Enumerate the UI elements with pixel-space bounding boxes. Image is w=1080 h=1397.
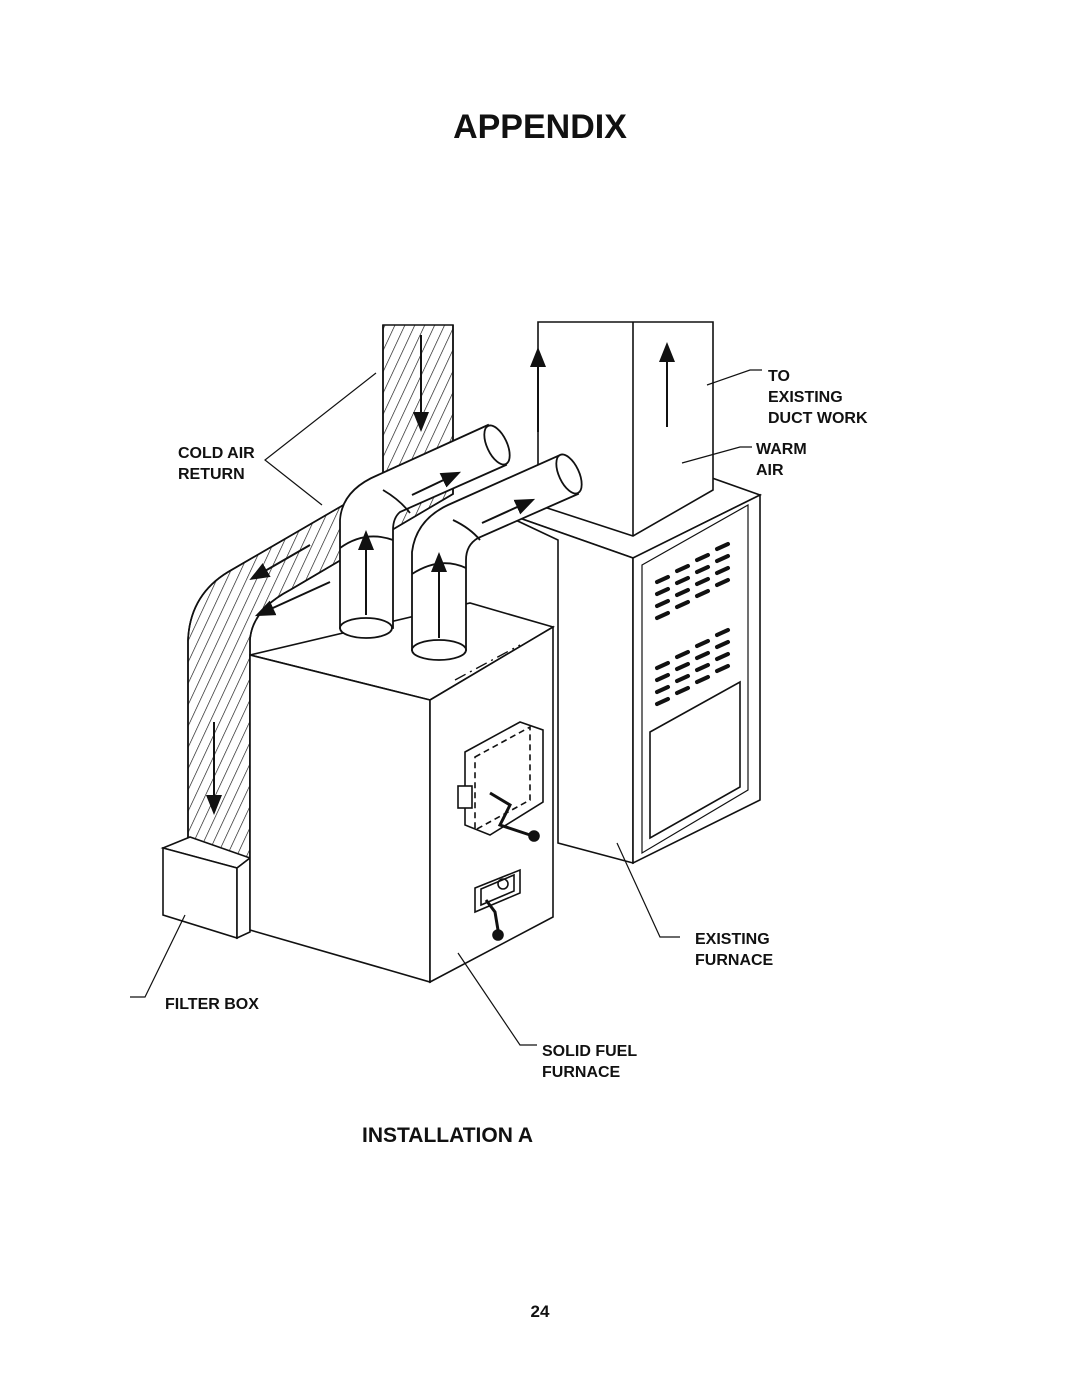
label-filter-box: FILTER BOX: [165, 996, 259, 1013]
ash-door: [474, 868, 521, 941]
figure-title: INSTALLATION A: [362, 1124, 534, 1147]
upper-fuel-door: [457, 721, 544, 842]
label-to-existing-duct-work: TO EXISTING DUCT WORK: [768, 368, 868, 427]
cold-air-arrows: [206, 335, 429, 815]
label-solid-fuel-furnace: SOLID FUEL FURNACE: [542, 1043, 641, 1081]
warm-air-duct: [537, 321, 714, 537]
label-warm-air: WARM AIR: [756, 441, 811, 479]
pipe-arrows: [358, 471, 536, 638]
page-title: APPENDIX: [453, 108, 627, 146]
leader-lines: [130, 369, 762, 1046]
filter-box: [160, 836, 252, 940]
warm-air-arrows: [530, 342, 675, 432]
page-number: 24: [530, 1302, 550, 1321]
label-existing-furnace: EXISTING FURNACE: [695, 931, 774, 969]
existing-furnace-louvers: [655, 542, 730, 706]
label-cold-air-return: COLD AIR RETURN: [178, 445, 259, 483]
